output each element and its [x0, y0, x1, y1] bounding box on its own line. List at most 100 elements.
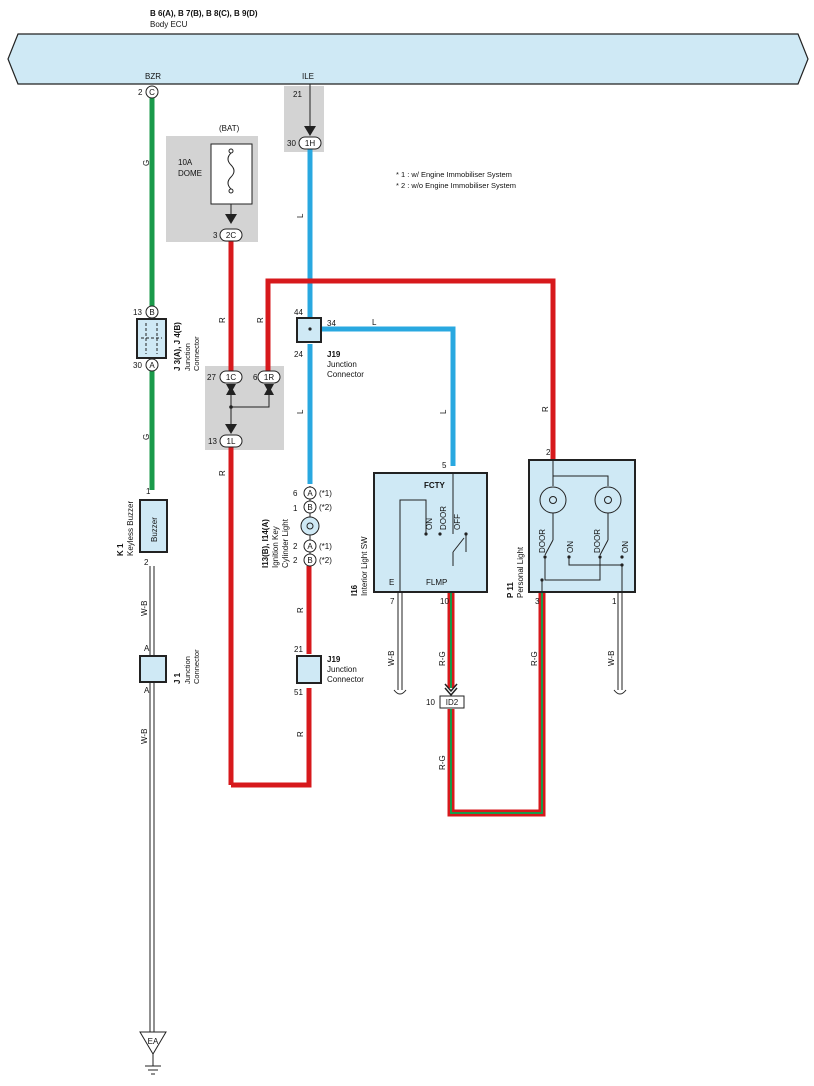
svg-text:7: 7	[390, 597, 395, 606]
body-ecu-bus	[7, 33, 809, 85]
svg-text:24: 24	[294, 350, 303, 359]
connector-id2: 10 ID2	[426, 683, 465, 709]
svg-text:EA: EA	[148, 1037, 159, 1046]
svg-text:1R: 1R	[264, 373, 274, 382]
keyless-buzzer-k1: 1 Buzzer 2 K 1 Keyless Buzzer	[116, 487, 168, 567]
svg-text:10: 10	[440, 597, 449, 606]
svg-text:Cylinder Light: Cylinder Light	[281, 518, 290, 568]
svg-text:Junction: Junction	[183, 343, 192, 371]
svg-text:L: L	[296, 409, 305, 414]
svg-text:B: B	[307, 556, 312, 565]
svg-text:W-B: W-B	[607, 651, 616, 666]
svg-text:6: 6	[253, 373, 258, 382]
svg-text:Junction: Junction	[327, 665, 357, 674]
svg-text:ILE: ILE	[302, 72, 314, 81]
wire-blue	[307, 148, 456, 484]
svg-text:W-B: W-B	[387, 651, 396, 666]
svg-text:ID2: ID2	[446, 698, 459, 707]
wire-wb	[149, 566, 623, 1032]
svg-text:Connector: Connector	[192, 336, 201, 371]
svg-text:G: G	[142, 160, 151, 166]
svg-text:Interior Light SW: Interior Light SW	[360, 536, 369, 596]
svg-text:OFF: OFF	[453, 514, 462, 530]
svg-text:Connector: Connector	[327, 370, 364, 379]
svg-text:(*2): (*2)	[319, 503, 332, 512]
svg-text:A: A	[307, 489, 313, 498]
svg-text:Keyless Buzzer: Keyless Buzzer	[126, 501, 135, 556]
svg-text:2: 2	[144, 558, 149, 567]
svg-text:W-B: W-B	[140, 601, 149, 616]
svg-text:(*1): (*1)	[319, 489, 332, 498]
svg-text:Connector: Connector	[192, 649, 201, 684]
wire-labels: G G L L L L R R R R R R W-B W-B W-B W-B …	[140, 160, 616, 770]
svg-text:A: A	[144, 686, 150, 695]
svg-text:G: G	[142, 434, 151, 440]
svg-text:P 11: P 11	[506, 582, 515, 598]
svg-text:1: 1	[146, 487, 151, 496]
svg-text:FCTY: FCTY	[424, 481, 446, 490]
svg-text:Connector: Connector	[327, 675, 364, 684]
svg-text:DOOR: DOOR	[538, 529, 547, 553]
svg-text:30: 30	[287, 139, 296, 148]
svg-text:ON: ON	[425, 518, 434, 530]
svg-text:44: 44	[294, 308, 303, 317]
svg-text:(*2): (*2)	[319, 556, 332, 565]
svg-text:Buzzer: Buzzer	[150, 517, 159, 542]
fuse-10a-dome: (BAT) 10A DOME 3 2C	[178, 124, 253, 242]
svg-text:J 1: J 1	[173, 672, 182, 684]
svg-text:A: A	[144, 644, 150, 653]
svg-text:R-G: R-G	[438, 651, 447, 666]
wire-red	[228, 241, 556, 788]
svg-text:3: 3	[535, 597, 540, 606]
svg-text:2: 2	[138, 88, 143, 97]
svg-text:R-G: R-G	[530, 651, 539, 666]
interior-light-switch-i16: 5 FCTY ON DOOR OFF E FLMP 7 10 I16 Inter…	[350, 461, 488, 606]
svg-text:BZR: BZR	[145, 72, 161, 81]
svg-text:10A: 10A	[178, 158, 193, 167]
svg-text:B: B	[307, 503, 312, 512]
svg-text:J19: J19	[327, 655, 341, 664]
svg-text:2: 2	[293, 542, 298, 551]
svg-text:I16: I16	[350, 584, 359, 596]
svg-text:R: R	[218, 317, 227, 323]
svg-text:FLMP: FLMP	[426, 578, 447, 587]
svg-text:Ignition Key: Ignition Key	[271, 526, 280, 568]
svg-text:ON: ON	[566, 541, 575, 553]
svg-text:DOOR: DOOR	[439, 506, 448, 530]
svg-text:I13(B), I14(A): I13(B), I14(A)	[261, 519, 270, 568]
svg-text:Junction: Junction	[327, 360, 357, 369]
junction-connector-j1: A A J 1 Junction Connector	[139, 644, 201, 695]
svg-text:27: 27	[207, 373, 216, 382]
svg-text:30: 30	[133, 361, 142, 370]
junction-connector-j19-upper: 44 34 24 J19 Junction Connector	[294, 308, 364, 379]
svg-text:Junction: Junction	[183, 656, 192, 684]
svg-text:DOOR: DOOR	[593, 529, 602, 553]
svg-text:1L: 1L	[227, 437, 236, 446]
svg-text:1: 1	[293, 504, 298, 513]
svg-text:21: 21	[293, 90, 302, 99]
ground-ea: EA	[139, 1031, 167, 1075]
svg-text:5: 5	[442, 461, 447, 470]
svg-text:Personal Light: Personal Light	[516, 546, 525, 598]
svg-text:6: 6	[293, 489, 298, 498]
svg-text:3: 3	[213, 231, 218, 240]
wire-rg	[447, 592, 546, 817]
svg-text:R: R	[296, 607, 305, 613]
ignition-key-cylinder-light: 6 A (*1) 1 B (*2) 2 A (*1) 2 B (*2) I13(…	[261, 486, 332, 568]
svg-text:E: E	[389, 578, 394, 587]
svg-text:R: R	[218, 470, 227, 476]
svg-text:(BAT): (BAT)	[219, 124, 240, 133]
svg-text:13: 13	[133, 308, 142, 317]
svg-text:W-B: W-B	[140, 729, 149, 744]
svg-text:2C: 2C	[226, 231, 236, 240]
svg-text:A: A	[307, 542, 313, 551]
note-2: * 2 : w/o Engine Immobiliser System	[396, 181, 516, 190]
svg-text:13: 13	[208, 437, 217, 446]
svg-text:B: B	[149, 308, 154, 317]
svg-text:1: 1	[612, 597, 617, 606]
svg-text:2: 2	[293, 556, 298, 565]
svg-text:R: R	[541, 406, 550, 412]
ecu-refs: B 6(A), B 7(B), B 8(C), B 9(D)	[150, 9, 258, 18]
svg-text:DOME: DOME	[178, 169, 202, 178]
